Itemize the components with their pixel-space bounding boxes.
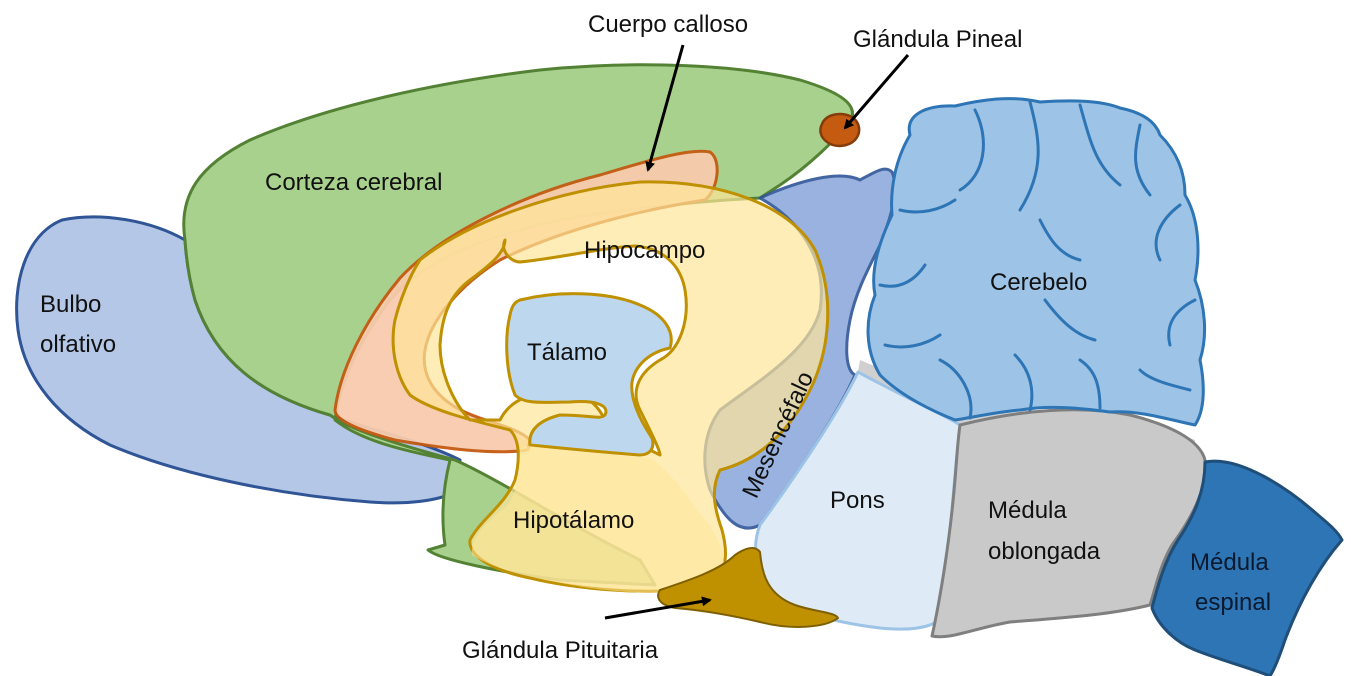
label-bulbo-line2: olfativo — [40, 331, 116, 358]
label-medula-oblongada-line1: Médula — [988, 497, 1067, 524]
label-medula-oblongada-line2: oblongada — [988, 538, 1101, 565]
label-medula-espinal-line1: Médula — [1190, 549, 1269, 576]
label-hipocampo: Hipocampo — [584, 237, 705, 264]
label-hipotalamo: Hipotálamo — [513, 507, 634, 534]
glandula-pineal-pointer — [845, 55, 908, 128]
label-cuerpo-calloso: Cuerpo calloso — [588, 11, 748, 38]
label-medula-espinal-line2: espinal — [1195, 589, 1271, 616]
label-glandula-pituitaria: Glándula Pituitaria — [462, 637, 659, 664]
label-talamo: Tálamo — [527, 339, 607, 366]
label-bulbo-line1: Bulbo — [40, 291, 101, 318]
cerebellum-region — [868, 99, 1205, 425]
label-glandula-pineal: Glándula Pineal — [853, 26, 1022, 53]
label-pons: Pons — [830, 487, 885, 514]
label-corteza-cerebral: Corteza cerebral — [265, 169, 442, 196]
label-cerebelo: Cerebelo — [990, 269, 1087, 296]
